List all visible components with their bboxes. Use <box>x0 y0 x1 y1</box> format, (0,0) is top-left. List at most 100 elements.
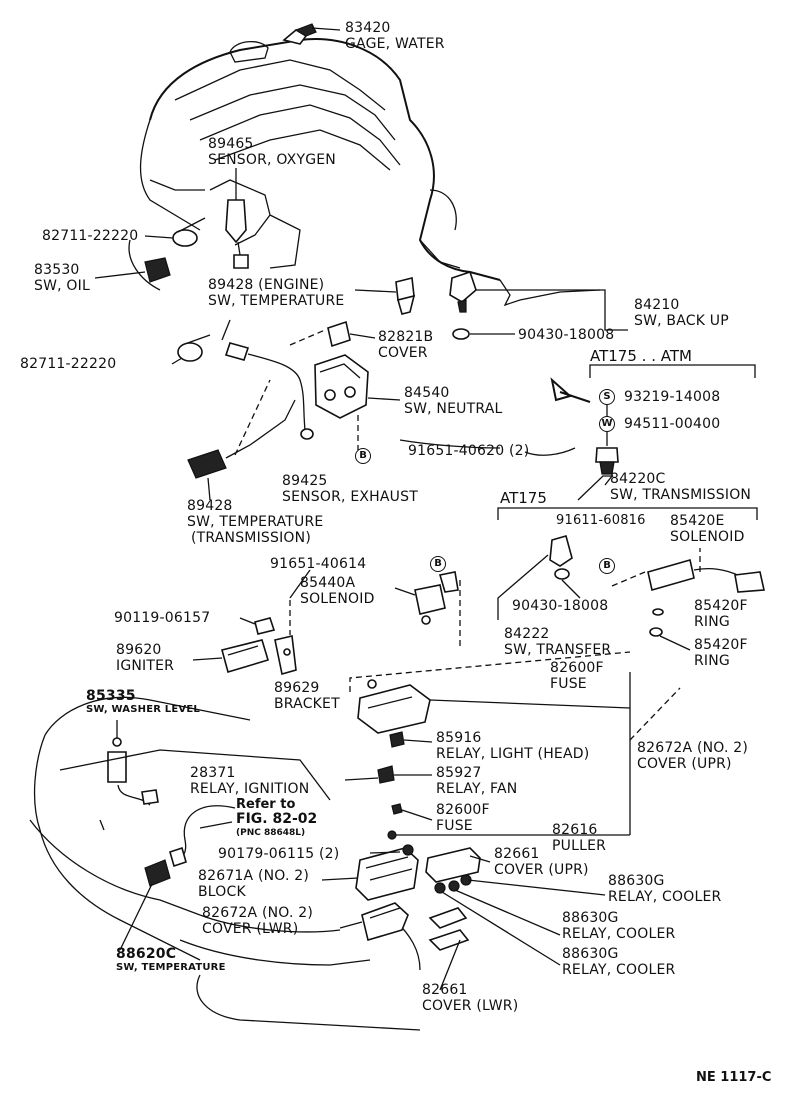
part-number: 82672A (NO. 2) <box>637 740 749 756</box>
label-85420f-2: 85420F RING <box>694 637 748 669</box>
sw-washer-level-part <box>107 720 159 806</box>
sw-temperature-engine-part <box>354 277 416 315</box>
part-number: 85927 <box>436 765 482 781</box>
label-85420f-1: 85420F RING <box>694 598 748 630</box>
part-number: 88630G <box>608 873 665 889</box>
group-header-at175: AT175 <box>500 489 547 507</box>
part-name: SOLENOID <box>300 591 375 607</box>
clamp-part-lower <box>171 334 211 365</box>
vehicle-body-outline <box>29 696 421 971</box>
label-28371: 28371 RELAY, IGNITION <box>190 765 309 797</box>
label-90430-lower: 90430-18008 <box>512 598 608 614</box>
part-name: RELAY, LIGHT (HEAD) <box>436 746 590 762</box>
part-number: 84222 <box>504 626 550 642</box>
part-name: BRACKET <box>274 696 340 712</box>
part-name: PULLER <box>552 838 607 854</box>
part-name: RELAY, FAN <box>436 781 518 797</box>
cover-lwr-82661-part <box>428 907 470 991</box>
reference-line-2: FIG. 82-02 <box>236 811 318 827</box>
sensor-exhaust-part <box>221 319 314 440</box>
part-name: RELAY, COOLER <box>562 962 676 978</box>
part-name: BLOCK <box>198 884 246 900</box>
relay-cover-lower-part <box>339 902 409 942</box>
label-82672a-lwr: 82672A (NO. 2) COVER (LWR) <box>202 905 313 937</box>
label-84210: 84210 SW, BACK UP <box>634 297 729 329</box>
marker-b-1: B <box>355 448 371 464</box>
label-82661-upr: 82661 COVER (UPR) <box>494 846 589 878</box>
part-name: SENSOR, EXHAUST <box>282 489 418 505</box>
label-89629: 89629 BRACKET <box>274 680 340 712</box>
part-number: 90430-18008 <box>512 598 609 614</box>
marker-w: W <box>599 416 615 432</box>
sw-temperature-88620c-part <box>119 805 236 951</box>
gasket-part-a <box>452 328 470 340</box>
arrow-indicator <box>550 377 591 403</box>
label-85916: 85916 RELAY, LIGHT (HEAD) <box>436 730 589 762</box>
marker-b-2: B <box>599 558 615 574</box>
solenoid-85420e-part <box>611 548 765 593</box>
part-number: 90430-18008 <box>518 327 615 343</box>
part-number: 82661 <box>422 982 468 998</box>
part-name: COVER (UPR) <box>494 862 589 878</box>
label-88620c: 88620C SW, TEMPERATURE <box>116 946 226 973</box>
reference-note: Refer to FIG. 82-02 (PNC 88648L) <box>236 798 317 840</box>
label-89620: 89620 IGNITER <box>116 642 174 674</box>
label-85335: 85335 SW, WASHER LEVEL <box>86 688 200 715</box>
label-90430-upper: 90430-18008 <box>518 327 614 343</box>
label-90119: 90119-06157 <box>114 610 210 626</box>
reference-line-3: (PNC 88648L) <box>236 828 306 838</box>
part-name: RELAY, COOLER <box>562 926 676 942</box>
part-number: 89428 <box>187 498 233 514</box>
part-number: 82672A (NO. 2) <box>202 905 314 921</box>
part-number: 85440A <box>300 575 356 591</box>
label-82711-lower: 82711-22220 <box>20 356 116 372</box>
part-extra: (TRANSMISSION) <box>191 530 311 546</box>
label-90179: 90179-06115 (2) <box>218 846 339 862</box>
part-number: 84220C <box>610 471 666 487</box>
label-82600f-1: 82600F FUSE <box>550 660 604 692</box>
reference-line-1: Refer to <box>236 797 296 812</box>
label-82671a: 82671A (NO. 2) BLOCK <box>198 868 309 900</box>
part-number: 83530 <box>34 262 80 278</box>
label-84540: 84540 SW, NEUTRAL <box>404 385 502 417</box>
ring-part-2 <box>649 627 663 637</box>
label-82600f-2: 82600F FUSE <box>436 802 490 834</box>
part-number: 82600F <box>436 802 490 818</box>
label-91611: 91611-60816 <box>556 513 646 529</box>
part-name: SW, TRANSFER <box>504 642 612 658</box>
part-number: 88620C <box>116 946 177 962</box>
marker-s: S <box>599 389 615 405</box>
relay-parts <box>344 731 433 840</box>
part-number: 91651-40614 <box>270 556 367 572</box>
label-89428-engine: 89428 (ENGINE) SW, TEMPERATURE <box>208 277 344 309</box>
igniter-part <box>192 569 311 676</box>
part-number: 82600F <box>550 660 604 676</box>
part-name: IGNITER <box>116 658 175 674</box>
part-number: 28371 <box>190 765 236 781</box>
part-name: SW, TEMPERATURE <box>116 962 226 973</box>
part-number: 94511-00400 <box>624 416 721 432</box>
sw-oil-part <box>94 257 171 283</box>
part-name: COVER (LWR) <box>202 921 299 937</box>
engine-outline <box>128 38 601 307</box>
part-number: 93219-14008 <box>624 389 721 405</box>
label-88630g-3: 88630G RELAY, COOLER <box>562 946 675 978</box>
part-name: SW, TEMPERATURE <box>208 293 345 309</box>
label-85440a: 85440A SOLENOID <box>300 575 375 607</box>
part-number: 82711-22220 <box>20 356 117 372</box>
ring-part-1 <box>652 608 664 616</box>
part-number: 82661 <box>494 846 540 862</box>
sensor-oxygen-part <box>225 168 249 269</box>
part-name: SENSOR, OXYGEN <box>208 152 336 168</box>
part-number: 85420F <box>694 637 748 653</box>
part-number: 89620 <box>116 642 162 658</box>
part-name: SW, TEMPERATURE <box>187 514 324 530</box>
gage-water-part <box>282 23 341 45</box>
label-83420: 83420 GAGE, WATER <box>345 20 445 52</box>
part-number: 90179-06115 (2) <box>218 846 340 862</box>
part-name: SW, BACK UP <box>634 313 729 329</box>
label-88630g-2: 88630G RELAY, COOLER <box>562 910 675 942</box>
part-name: GAGE, WATER <box>345 36 445 52</box>
solenoid-85440a-part <box>394 571 461 650</box>
